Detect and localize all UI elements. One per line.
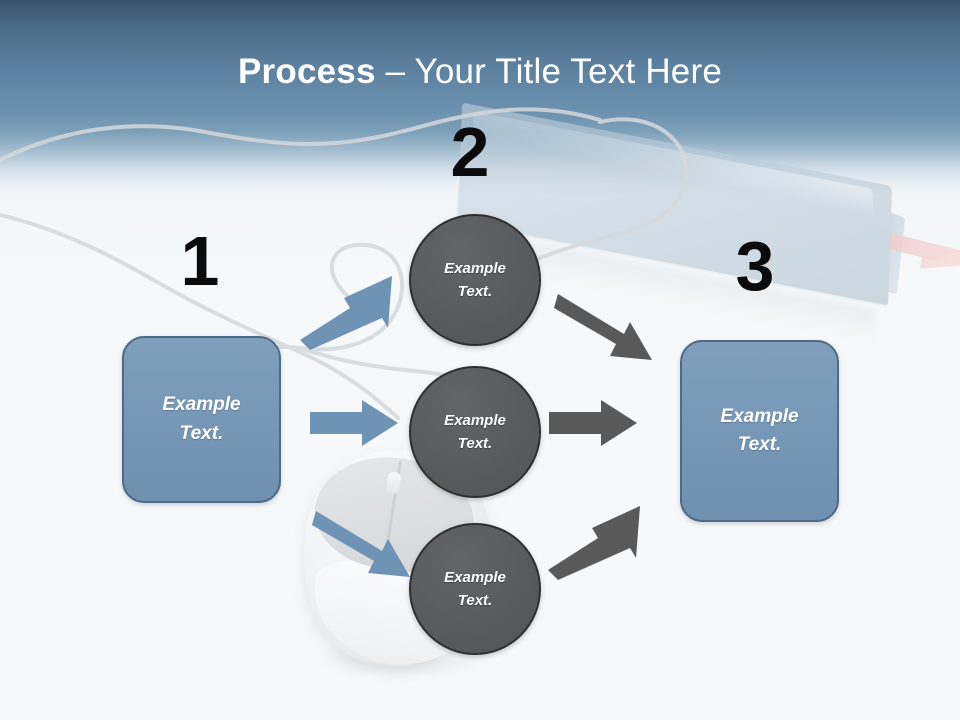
process-box-left-line2: Text.	[179, 422, 224, 444]
process-circle-bottom[interactable]: Example Text.	[409, 523, 541, 655]
process-box-right-line1: Example	[720, 405, 799, 427]
process-circle-top-line2: Text.	[457, 283, 493, 300]
process-circle-bottom-line2: Text.	[457, 592, 493, 609]
process-box-left-line1: Example	[162, 394, 241, 415]
step-number-1: 1	[180, 222, 220, 300]
title-emphasis: Process	[238, 52, 376, 91]
step-number-3: 3	[735, 227, 775, 305]
book-ribbon-tail-icon	[920, 252, 960, 269]
process-box-right[interactable]: Example Text.	[680, 340, 839, 522]
title-rest: – Your Title Text Here	[375, 52, 722, 91]
step-number-2: 2	[450, 113, 490, 191]
process-circle-top-line1: Example	[444, 259, 506, 277]
process-circle-top[interactable]: Example Text.	[409, 214, 541, 346]
process-circle-bottom-line1: Example	[444, 568, 506, 586]
process-circle-middle-line1: Example	[444, 411, 506, 429]
process-box-left[interactable]: Example Text.	[122, 336, 281, 503]
process-circle-middle[interactable]: Example Text.	[409, 366, 541, 498]
process-box-right-line2: Text.	[737, 434, 782, 455]
process-circle-middle-line2: Text.	[457, 435, 493, 452]
page-title: Process – Your Title Text Here	[0, 52, 960, 92]
